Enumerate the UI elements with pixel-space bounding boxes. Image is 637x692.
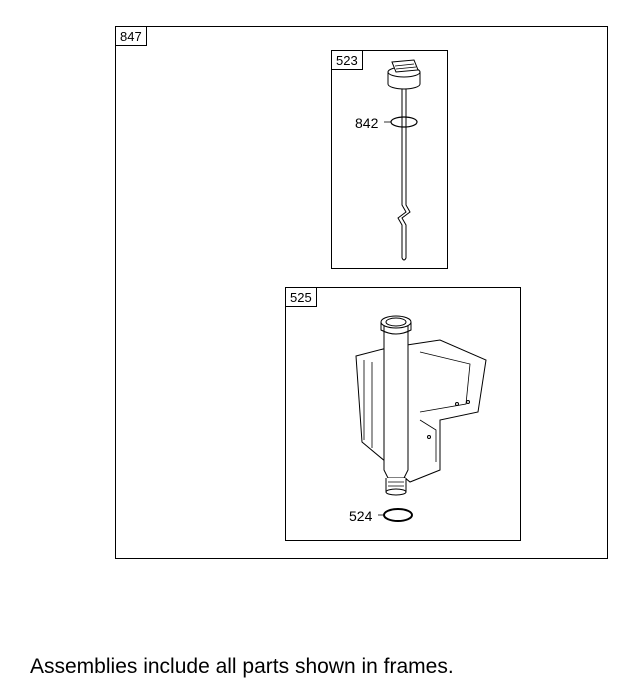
o-ring-842: [390, 116, 418, 128]
frame-label-523: 523: [331, 50, 363, 70]
fill-tube: [355, 315, 487, 496]
frame-label-847: 847: [115, 26, 147, 46]
dipstick-frame-523: 523: [331, 50, 448, 269]
o-ring-524: [383, 508, 413, 522]
assembly-frame-847: 847: [115, 26, 608, 559]
callout-524: 524: [349, 508, 373, 524]
callout-842: 842: [355, 115, 379, 131]
frame-label-525: 525: [285, 287, 317, 307]
tube-frame-525: 525: [285, 287, 521, 541]
dipstick-cap: [387, 59, 421, 90]
footer-note: Assemblies include all parts shown in fr…: [30, 655, 454, 678]
dipstick-shaft: [397, 89, 411, 261]
